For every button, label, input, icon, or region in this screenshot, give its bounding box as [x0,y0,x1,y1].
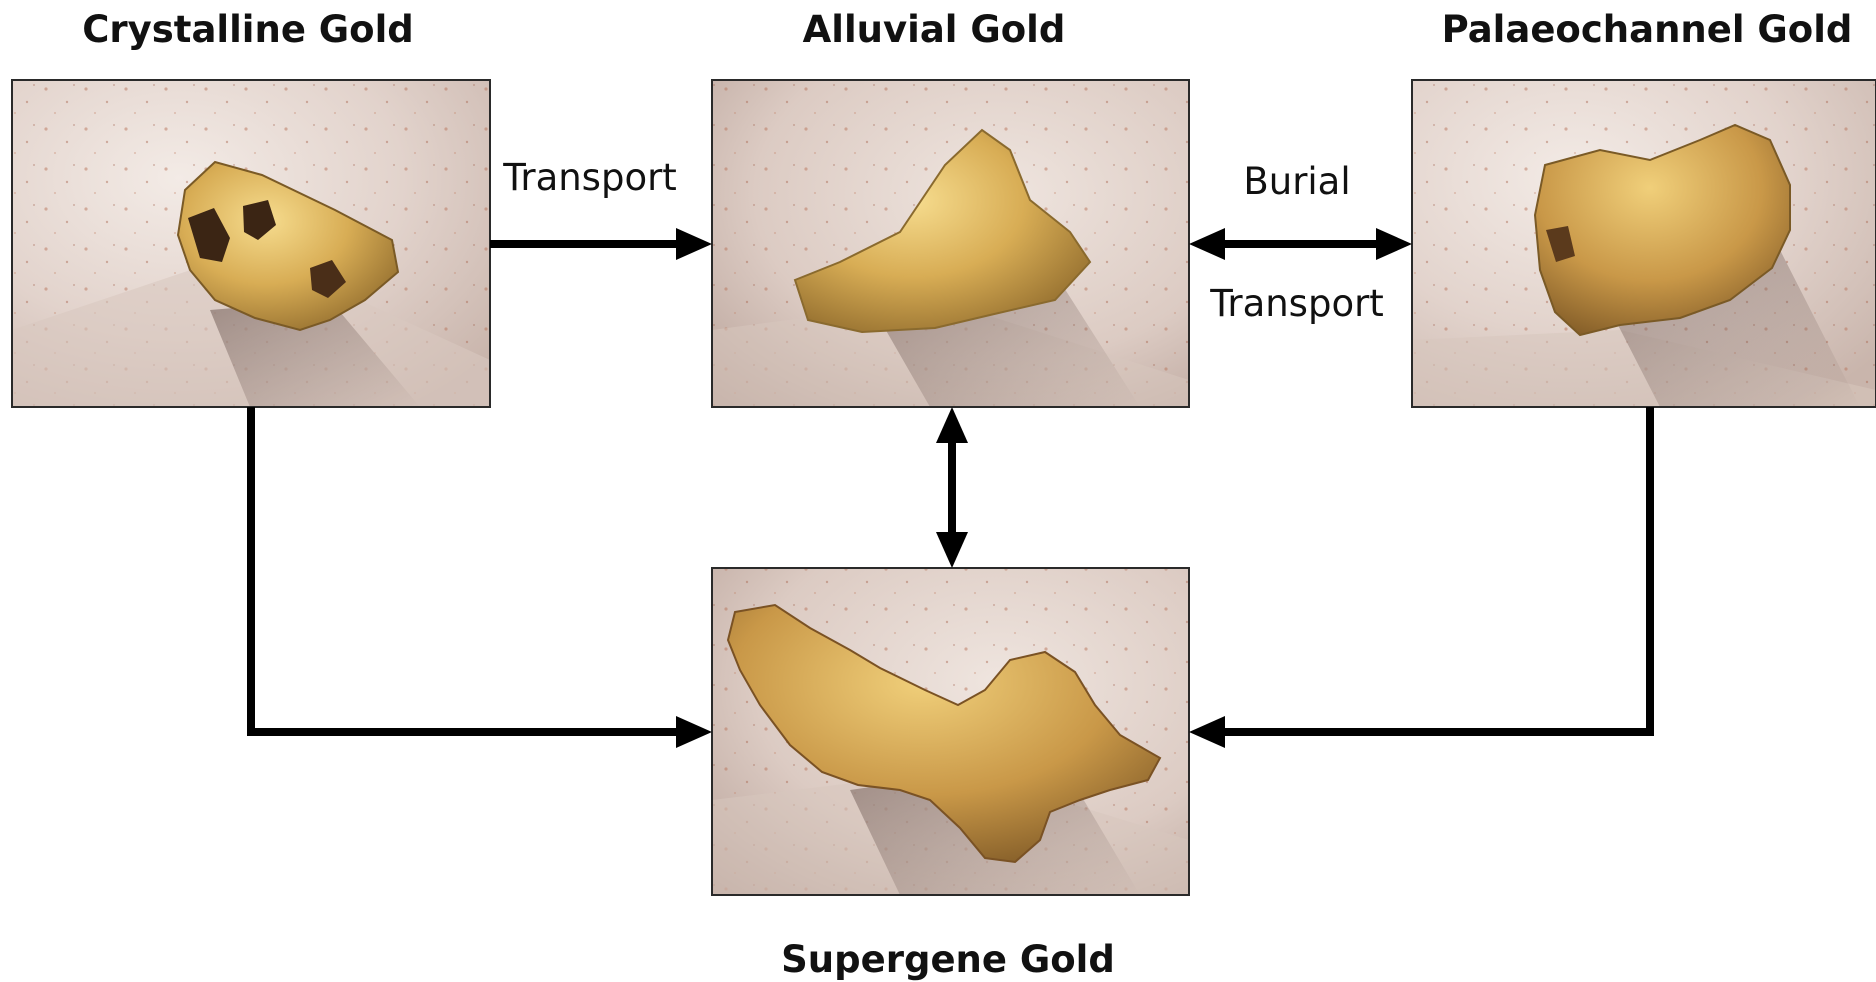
label-burial: Burial [1243,160,1350,203]
supergene-gold-title: Supergene Gold [781,938,1115,981]
palaeochannel-gold-photo [1412,80,1876,407]
arrow-crystalline-to-supergene [251,407,712,748]
alluvial-gold-photo [712,80,1189,407]
arrow-alluvial-supergene [936,407,968,568]
alluvial-gold-title: Alluvial Gold [803,8,1066,51]
arrow-palaeochannel-to-supergene [1189,407,1650,748]
palaeochannel-gold-title: Palaeochannel Gold [1442,8,1853,51]
label-transport-crystalline-alluvial: Transport [502,156,677,199]
label-transport-alluvial-palaeochannel: Transport [1209,282,1384,325]
supergene-gold-photo [712,568,1189,895]
arrow-crystalline-to-alluvial [490,228,712,260]
arrow-alluvial-palaeochannel [1189,228,1412,260]
crystalline-gold-photo [12,80,490,407]
crystalline-gold-title: Crystalline Gold [82,8,414,51]
